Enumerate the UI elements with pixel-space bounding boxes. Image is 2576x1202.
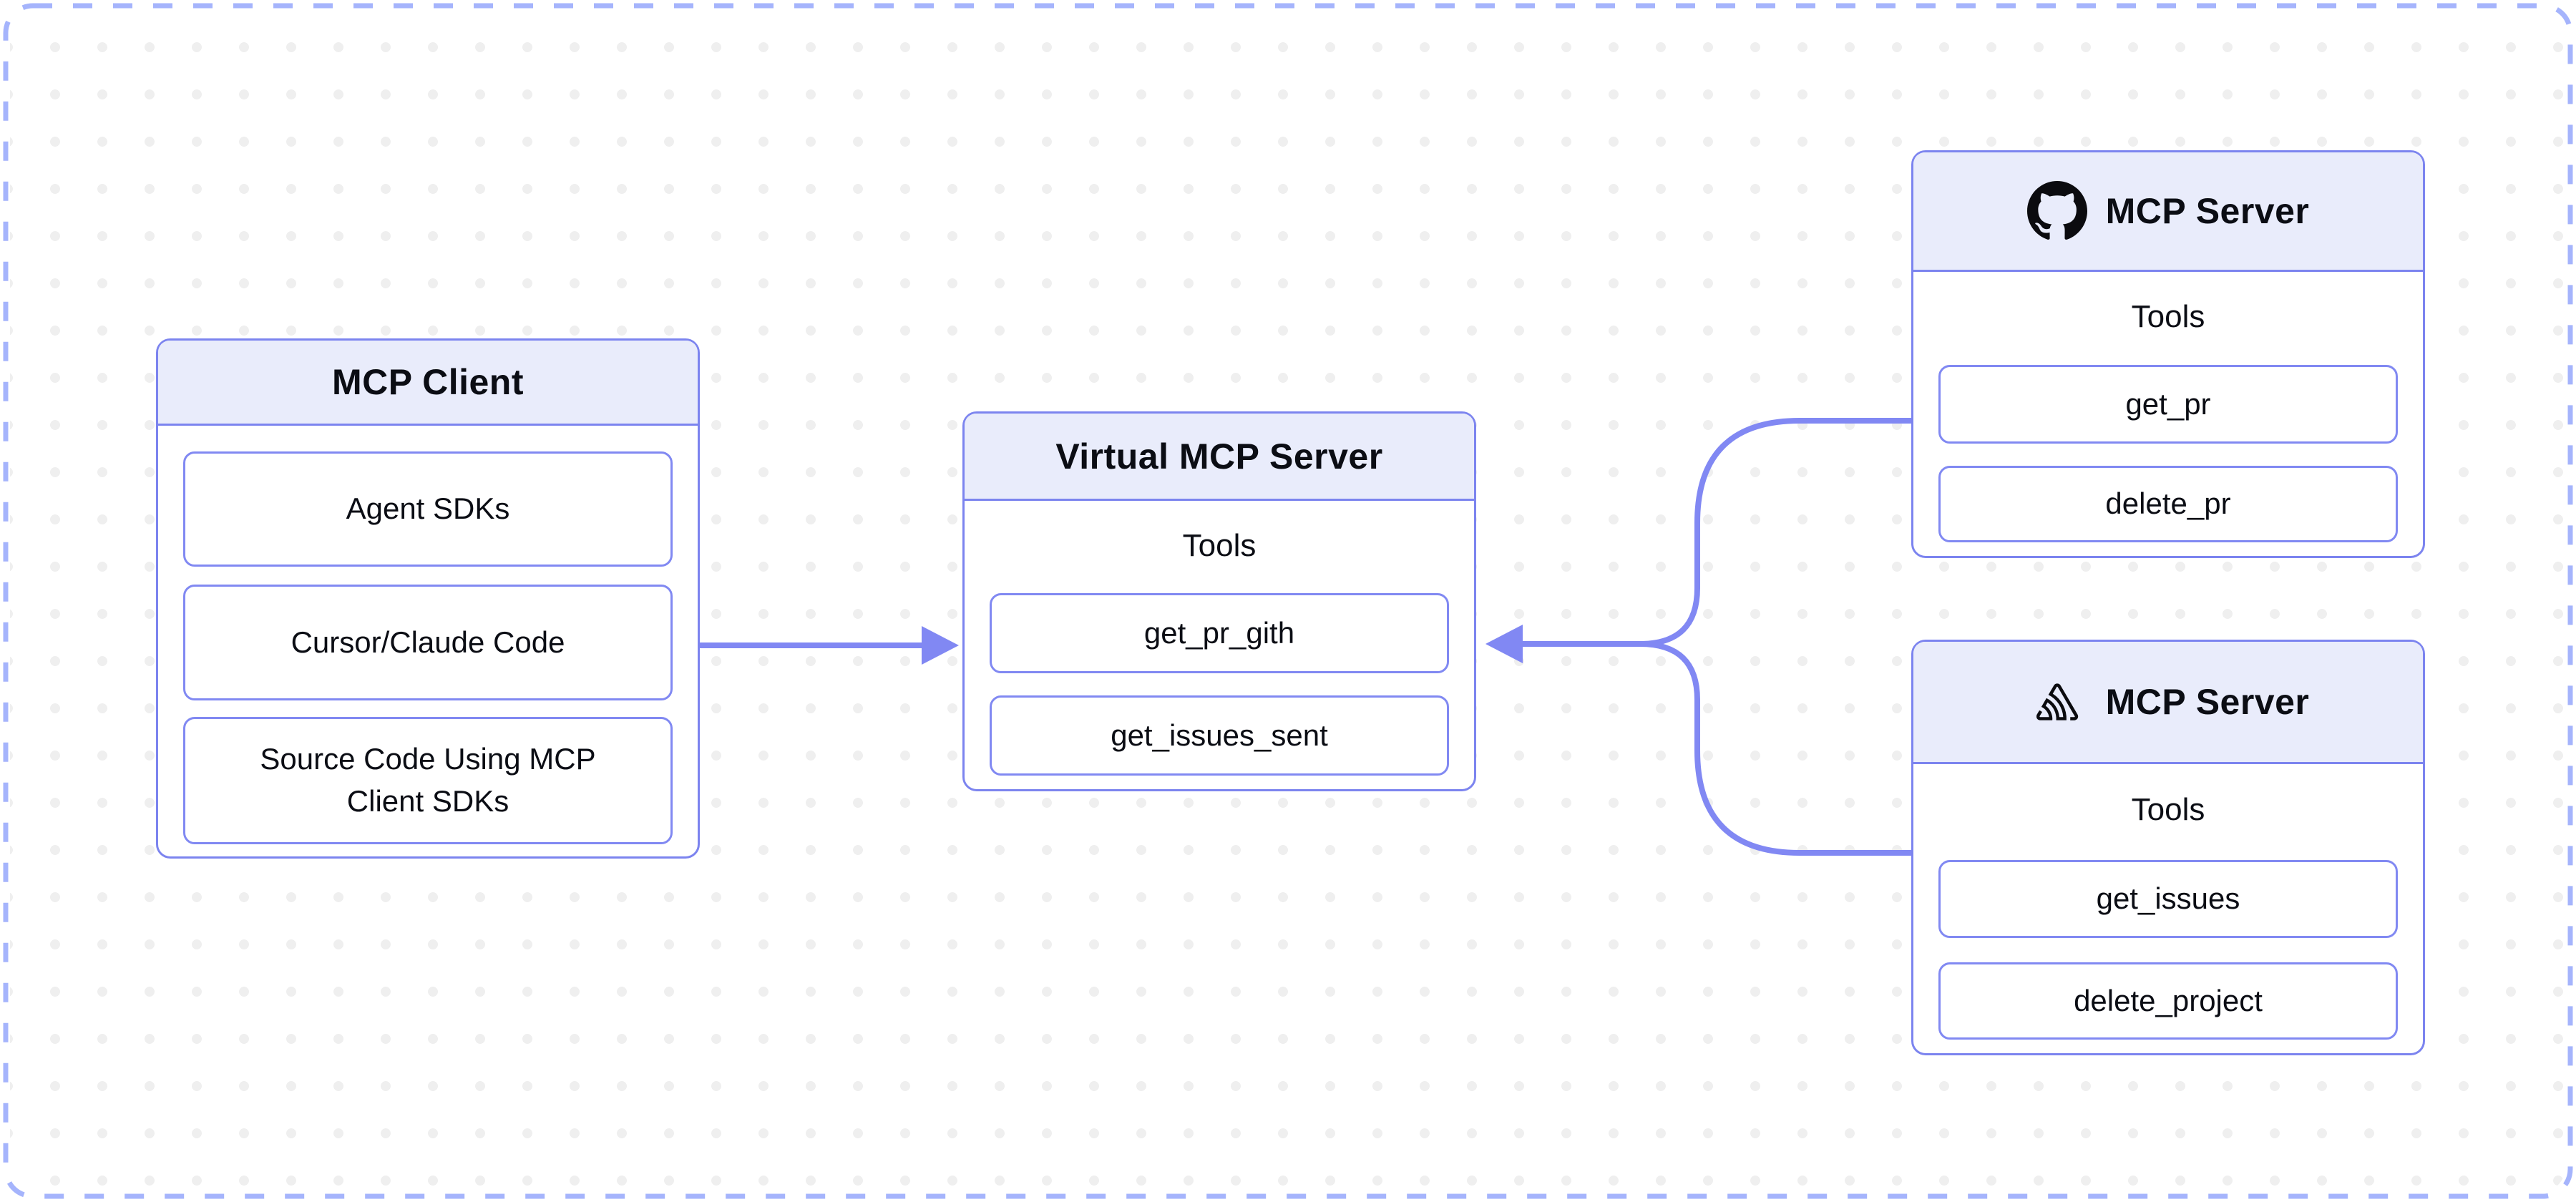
sentry-mcp-server-header: MCP Server (1913, 642, 2423, 764)
arrowhead-left-icon (1485, 625, 1523, 663)
tool-label: get_issues (2096, 881, 2240, 916)
client-item-label: Source Code Using MCP Client SDKs (260, 742, 596, 818)
github-mcp-server-title: MCP Server (2105, 191, 2310, 231)
virtual-mcp-server-box: Virtual MCP Server Tools get_pr_gith get… (962, 411, 1476, 791)
virtual-tools-label: Tools (1182, 528, 1257, 563)
sentry-mcp-server-title: MCP Server (2105, 682, 2310, 722)
tool-label: get_pr_gith (1143, 615, 1295, 650)
tool-label: delete_pr (2105, 487, 2231, 521)
github-tool-delete-pr: delete_pr (1938, 466, 2398, 542)
sentry-tool-delete-project: delete_project (1938, 962, 2398, 1040)
sentry-branch-line (1574, 641, 1911, 856)
client-item-agent-sdks: Agent SDKs (183, 451, 673, 567)
sentry-icon (2036, 683, 2078, 720)
client-to-virtual-arrow (700, 626, 959, 665)
client-item-label: Cursor/Claude Code (291, 625, 565, 659)
arrowhead-right-icon (922, 626, 959, 665)
github-icon (2026, 181, 2087, 240)
virtual-mcp-server-header: Virtual MCP Server (965, 414, 1474, 501)
sentry-tools-label: Tools (2131, 792, 2205, 827)
github-mcp-server-box: MCP Server Tools get_pr delete_pr (1911, 150, 2425, 558)
sentry-tool-get-issues: get_issues (1938, 860, 2398, 938)
dashed-frame (3, 3, 2573, 1199)
github-tool-get-pr: get_pr (1938, 365, 2398, 444)
client-item-cursor-claude-code: Cursor/Claude Code (183, 585, 673, 700)
client-item-source-code-sdks: Source Code Using MCP Client SDKs (183, 717, 673, 844)
sentry-mcp-server-box: MCP Server Tools get_issues delete_proje… (1911, 640, 2425, 1055)
mcp-client-header: MCP Client (158, 341, 698, 426)
virtual-tool-get-issues-sent: get_issues_sent (990, 695, 1449, 776)
tool-label: get_issues_sent (1111, 718, 1328, 752)
mcp-client-title: MCP Client (332, 362, 524, 402)
servers-to-virtual-connector (1485, 418, 1911, 856)
github-branch-line (1521, 418, 1911, 647)
tool-label: get_pr (2125, 386, 2211, 421)
mcp-client-box: MCP Client Agent SDKs Cursor/Claude Code… (156, 338, 700, 859)
tool-label: delete_project (2074, 983, 2263, 1017)
github-tools-label: Tools (2131, 299, 2205, 334)
client-item-label: Agent SDKs (346, 492, 510, 526)
virtual-tool-get-pr-gith: get_pr_gith (990, 593, 1449, 673)
virtual-mcp-server-title: Virtual MCP Server (1055, 436, 1383, 477)
github-mcp-server-header: MCP Server (1913, 152, 2423, 272)
